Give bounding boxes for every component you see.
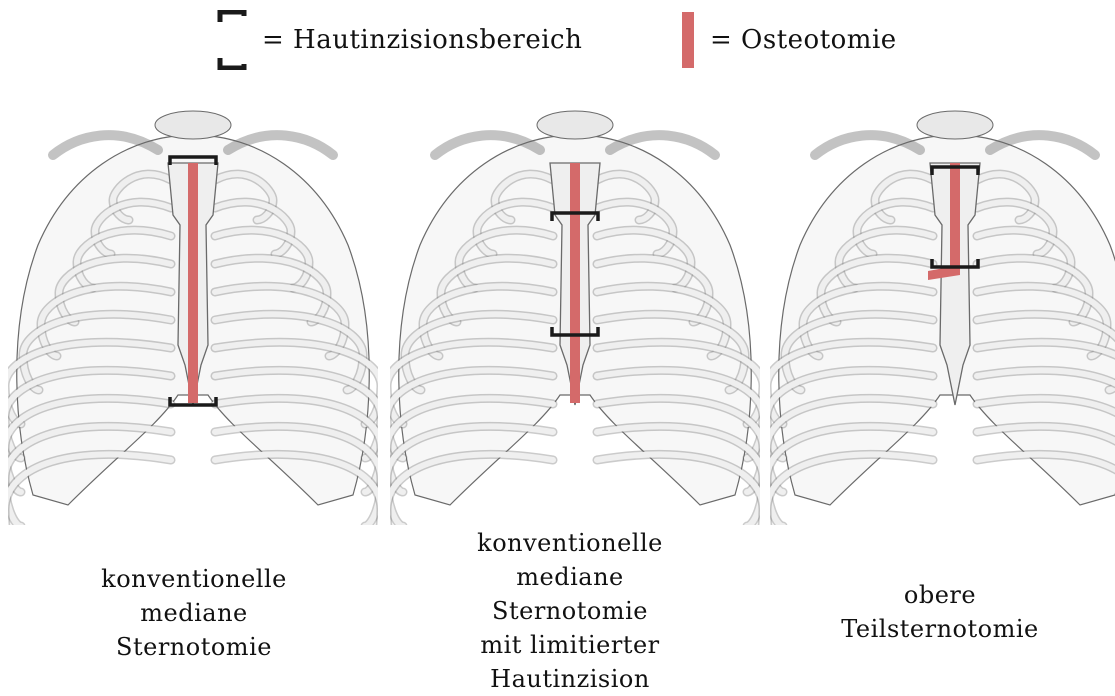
caption-1-line-2: mediane [14,596,374,630]
osteotomy-line [188,163,198,403]
caption-1: konventionelle mediane Sternotomie [14,562,374,664]
caption-2-line-3: Sternotomie [390,594,750,628]
legend-osteotomy: = Osteotomie [680,10,897,70]
caption-1-line-1: konventionelle [14,562,374,596]
caption-2-line-4: mit limitierter [390,628,750,662]
osteotomy-bar-icon [680,10,696,70]
osteotomy-line [570,163,580,403]
vertebra [917,111,993,139]
bracket-icon [216,10,248,70]
caption-2-line-2: mediane [390,560,750,594]
ribcage-illustration-3 [770,95,1115,525]
legend-incision-label: = Hautinzisionsbereich [262,25,582,55]
vertebra [537,111,613,139]
legend: = Hautinzisionsbereich = Osteotomie [0,10,1115,70]
caption-2-line-1: konventionelle [390,526,750,560]
caption-3: obere Teilsternotomie [760,578,1115,646]
ribcage-illustration-2 [390,95,760,525]
legend-incision: = Hautinzisionsbereich [216,10,582,70]
legend-osteotomy-label: = Osteotomie [710,25,897,55]
caption-3-line-1: obere [760,578,1115,612]
vertebra [155,111,231,139]
ribcage-panel-1 [8,95,378,525]
caption-2: konventionelle mediane Sternotomie mit l… [390,526,750,696]
ribcage-panel-3 [770,95,1115,525]
caption-3-line-2: Teilsternotomie [760,612,1115,646]
ribcage-panel-2 [390,95,760,525]
caption-1-line-3: Sternotomie [14,630,374,664]
caption-2-line-5: Hautinzision [390,662,750,696]
ribcage-illustration-1 [8,95,378,525]
